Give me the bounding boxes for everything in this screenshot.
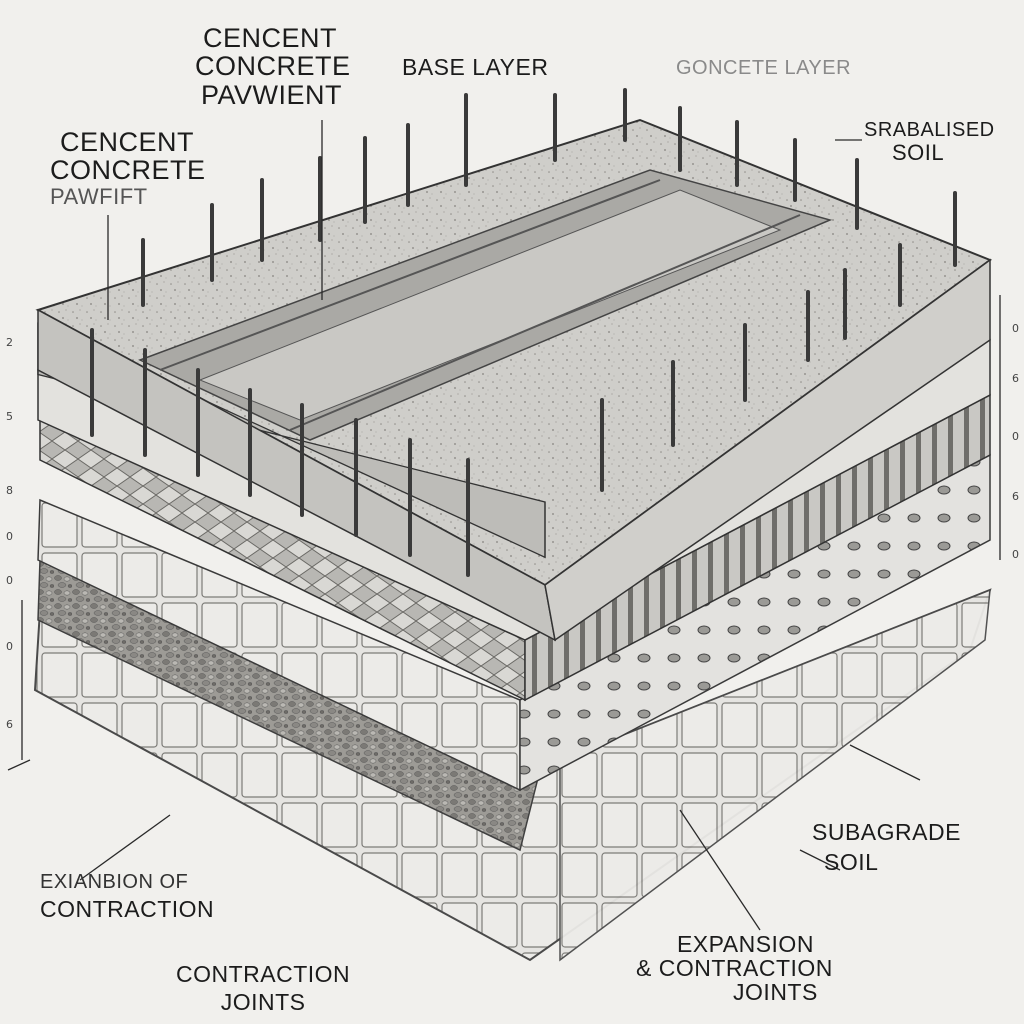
right-tick: 0 xyxy=(1012,322,1019,335)
left-tick: 2 xyxy=(6,336,13,349)
label-contraction-joints: CONTRACTION JOINTS xyxy=(176,961,351,1016)
right-tick: 6 xyxy=(1012,372,1019,385)
left-tick: 0 xyxy=(6,530,13,543)
label-expansion-contraction-joints: EXPANSION & CONTRACTION JOINTS xyxy=(636,931,833,1006)
left-tick: 0 xyxy=(6,574,13,587)
right-tick: 0 xyxy=(1012,548,1019,561)
label-cement-concrete-pavement-left: CENCENT CONCRETE PAWFIFT xyxy=(50,127,206,209)
left-tick: 6 xyxy=(6,718,13,731)
right-tick: 0 xyxy=(1012,430,1019,443)
concrete-slab xyxy=(35,118,993,642)
left-tick: 0 xyxy=(6,640,13,653)
dowel-bars xyxy=(90,88,957,577)
leader-lines xyxy=(7,120,1001,931)
label-stabilised-soil: SRABALISED SOIL xyxy=(864,119,995,165)
label-base-layer: BASE LAYER xyxy=(402,54,549,80)
label-cement-concrete-pavement-top: CENCENT CONCRETE PAVWIENT xyxy=(195,23,351,110)
label-subgrade-soil: SUBAGRADE SOIL xyxy=(812,819,961,876)
right-tick: 6 xyxy=(1012,490,1019,503)
left-tick: 5 xyxy=(6,410,13,423)
label-expansion-contraction-left: EXIANBION OF CONTRACTION xyxy=(40,871,215,922)
label-concrete-layer: GONCETE LAYER xyxy=(676,57,852,79)
left-tick: 8 xyxy=(6,484,13,497)
